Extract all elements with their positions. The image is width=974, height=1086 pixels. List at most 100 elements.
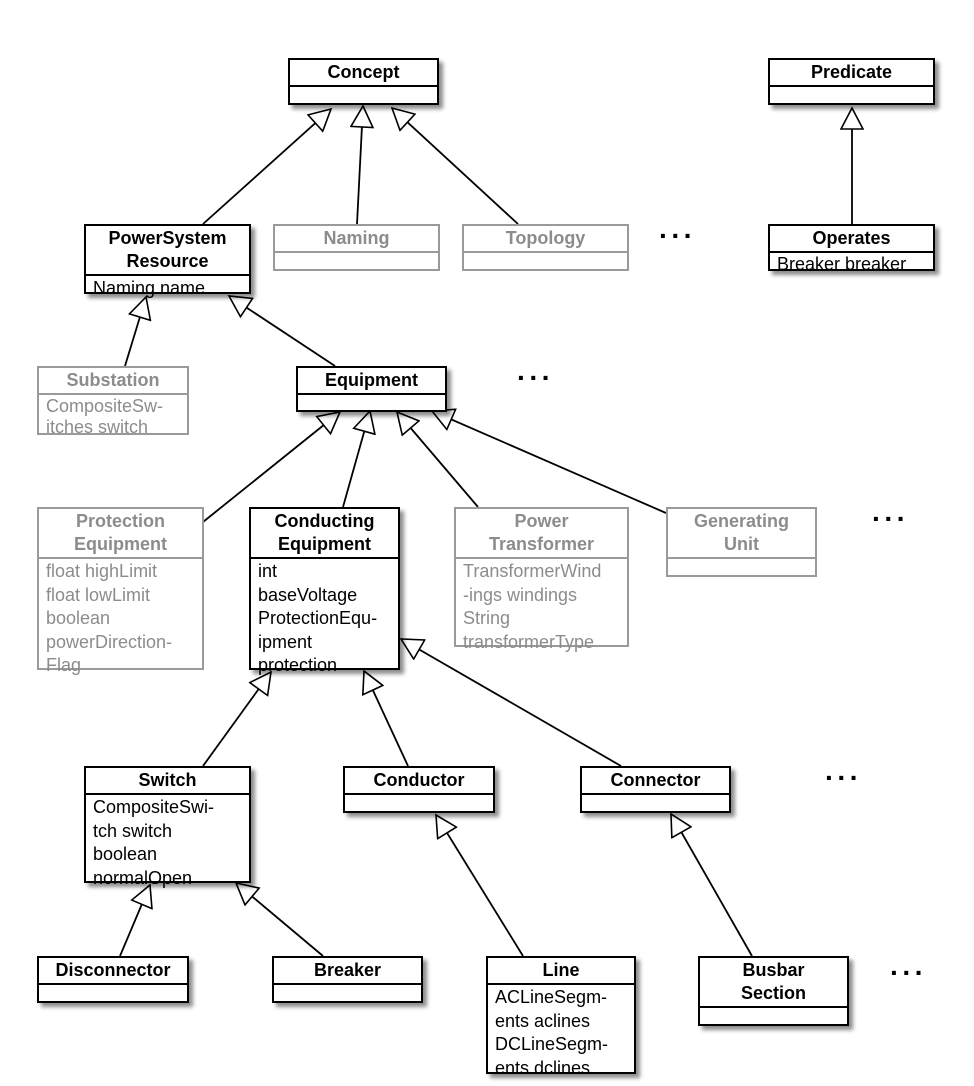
edge-naming-to-concept [357, 106, 363, 225]
ellipsis-more-equipment: ··· [872, 503, 909, 534]
edge-generatingunit-to-equipment [432, 411, 667, 514]
class-name: Equipment [298, 368, 445, 395]
class-name: Breaker [274, 958, 421, 985]
class-name: Operates [770, 226, 933, 253]
attribute: powerDirection- [46, 631, 173, 652]
attribute: ents dclines [495, 1057, 591, 1078]
class-name-line1: PowerSystem [108, 228, 227, 248]
attribute: transformerType [463, 631, 595, 652]
class-name: Conducting Equipment [251, 509, 398, 559]
edge-topology-to-concept [392, 108, 519, 225]
class-attributes: TransformerWind -ings windings String tr… [456, 559, 627, 655]
attribute: float lowLimit [46, 584, 151, 605]
edge-substation-to-powersystemresource [124, 297, 146, 367]
class-equipment[interactable]: Equipment [296, 366, 447, 412]
edge-conductor-to-conductingequipment [364, 671, 409, 767]
class-operates[interactable]: Operates Breaker breaker [768, 224, 935, 274]
class-name: Conductor [345, 768, 493, 795]
class-name-line1: Conducting [274, 511, 375, 531]
attribute: String [463, 608, 511, 628]
class-attributes: CompositeSw- itches switch [39, 395, 187, 439]
ellipsis-more-subclasses: ··· [890, 957, 927, 988]
edge-connector-to-conductingequipment [401, 639, 622, 767]
edge-switch-to-conductingequipment [202, 672, 271, 767]
edge-powertransformer-to-equipment [397, 412, 479, 508]
class-topology[interactable]: Topology [462, 224, 629, 271]
class-name-line1: Busbar [742, 960, 805, 980]
class-name-line2: Equipment [74, 534, 167, 554]
ellipsis-more-conducting: ··· [825, 762, 862, 793]
attribute: Naming name [93, 278, 206, 298]
class-disconnector[interactable]: Disconnector [37, 956, 189, 1003]
class-name: PowerSystem Resource [86, 226, 249, 276]
class-switch[interactable]: Switch CompositeSwi- tch switch boolean … [84, 766, 251, 888]
attribute: Breaker breaker [777, 254, 907, 274]
class-line[interactable]: Line ACLineSegm- ents aclines DCLineSegm… [486, 956, 636, 1078]
attribute: boolean [46, 608, 111, 628]
class-name: Concept [290, 60, 437, 87]
attribute: baseVoltage [258, 584, 358, 605]
attribute: CompositeSw- [46, 396, 164, 416]
class-name-line2: Section [740, 983, 806, 1003]
class-name: Line [488, 958, 634, 985]
attribute: ipment [258, 631, 313, 652]
attribute: Flag [46, 655, 82, 675]
class-attributes: ACLineSegm- ents aclines DCLineSegm- ent… [488, 985, 634, 1081]
class-name-line2: Transformer [488, 534, 595, 554]
class-protection-equipment[interactable]: Protection Equipment float highLimit flo… [37, 507, 204, 675]
class-attributes: float highLimit float lowLimit boolean p… [39, 559, 202, 679]
class-name: Busbar Section [700, 958, 847, 1008]
class-attributes: Naming name [86, 276, 249, 302]
class-predicate[interactable]: Predicate [768, 58, 935, 105]
attribute: boolean [93, 844, 158, 864]
attribute: ents aclines [495, 1010, 591, 1031]
attribute: normalOpen [93, 867, 193, 888]
class-power-transformer[interactable]: Power Transformer TransformerWind -ings … [454, 507, 629, 652]
class-name-line2: Equipment [278, 534, 371, 554]
edge-equipment-to-powersystemresource [229, 296, 336, 367]
class-name: Topology [464, 226, 627, 253]
class-conducting-equipment[interactable]: Conducting Equipment int baseVoltage Pro… [249, 507, 400, 675]
ellipsis-more-resources: ··· [517, 362, 554, 393]
class-name: Protection Equipment [39, 509, 202, 559]
class-conductor[interactable]: Conductor [343, 766, 495, 813]
attribute: DCLineSegm- [495, 1034, 609, 1054]
attribute: protection [258, 655, 338, 675]
attribute: -ings windings [463, 584, 578, 605]
edge-busbarsection-to-connector [671, 814, 753, 957]
attribute: float highLimit [46, 561, 158, 581]
class-name-line1: Protection [75, 511, 165, 531]
class-name: Connector [582, 768, 729, 795]
class-name-line2: Unit [724, 534, 759, 554]
class-concept[interactable]: Concept [288, 58, 439, 105]
class-name-line1: Power [514, 511, 569, 531]
class-name: Substation [39, 368, 187, 395]
class-substation[interactable]: Substation CompositeSw- itches switch [37, 366, 189, 437]
attribute: int [258, 561, 278, 581]
edge-protectionequipment-to-equipment [202, 412, 340, 523]
class-naming[interactable]: Naming [273, 224, 440, 271]
class-name: Disconnector [39, 958, 187, 985]
attribute: itches switch [46, 417, 149, 437]
edge-conductingequipment-to-equipment [342, 411, 370, 508]
class-name-line2: Resource [126, 251, 209, 271]
edge-breaker-to-switch [236, 883, 324, 957]
class-attributes: Breaker breaker [770, 253, 933, 278]
attribute: ProtectionEqu- [258, 608, 378, 628]
edge-disconnector-to-switch [119, 885, 150, 957]
class-name: Power Transformer [456, 509, 627, 559]
class-name: Naming [275, 226, 438, 253]
class-powersystem-resource[interactable]: PowerSystem Resource Naming name [84, 224, 251, 298]
class-generating-unit[interactable]: Generating Unit [666, 507, 817, 577]
ellipsis-more-concepts: ··· [659, 220, 696, 251]
class-name-line1: Generating [693, 511, 790, 531]
edge-powersystemresource-to-concept [202, 109, 331, 225]
attribute: TransformerWind [463, 561, 602, 581]
class-name: Generating Unit [668, 509, 815, 559]
class-connector[interactable]: Connector [580, 766, 731, 813]
class-breaker[interactable]: Breaker [272, 956, 423, 1003]
class-busbar-section[interactable]: Busbar Section [698, 956, 849, 1026]
class-attributes: int baseVoltage ProtectionEqu- ipment pr… [251, 559, 398, 679]
class-attributes: CompositeSwi- tch switch boolean normalO… [86, 795, 249, 891]
